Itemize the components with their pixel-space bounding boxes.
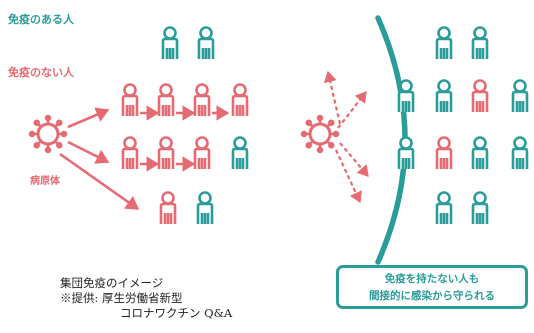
person-icon-immune [511,136,529,171]
right-scene [300,15,529,265]
person-icon-nonimmune [121,136,139,171]
caption-line-1: 集団免疫のイメージ [60,276,164,290]
person-icon-nonimmune [157,136,175,171]
person-icon-immune [161,26,179,61]
person-icon-nonimmune [435,136,453,171]
virus-icon [300,114,340,154]
person-icon-immune [435,79,453,114]
person-icon-immune [471,191,489,226]
person-icon-nonimmune [193,136,211,171]
dashed-arrow-icon [339,142,369,177]
callout-line-1: 免疫を持たない人も [384,273,480,285]
person-icon-immune [231,136,249,171]
caption-line-2: ※提供: 厚生労働省新型 [60,291,183,305]
person-icon-nonimmune [231,83,249,118]
person-icon-nonimmune [471,79,489,114]
arrow-icon [67,107,110,129]
person-icon-nonimmune [121,83,139,118]
arrow-icon [59,152,140,211]
person-icon-nonimmune [157,83,175,118]
person-icon-immune [397,136,415,171]
caption: 集団免疫のイメージ ※提供: 厚生労働省新型 コロナワクチン Q&A [60,276,232,321]
legend-nonimmune-label: 免疫のない人 [8,66,74,79]
dashed-arrow-icon [337,91,367,129]
person-icon-immune [511,79,529,114]
callout-line-2: 間接的に感染から守られる [369,290,495,302]
person-icon-immune [435,191,453,226]
virus-icon [28,114,68,154]
person-icon-immune [197,26,215,61]
left-scene [28,26,249,226]
person-icon-immune [471,26,489,61]
person-icon-nonimmune [159,191,177,226]
person-icon-immune [397,79,415,114]
dashed-arrow-icon [323,70,342,125]
callout-box: 免疫を持たない人も 間接的に感染から守られる [336,265,528,309]
pathogen-label: 病原体 [30,176,60,187]
dashed-arrow-icon [335,149,362,203]
arrow-icon [67,140,110,164]
person-icon-nonimmune [193,83,211,118]
person-icon-immune [435,26,453,61]
person-icon-immune [196,191,214,226]
legend-immune-label: 免疫のある人 [8,13,74,26]
person-icon-immune [471,136,489,171]
caption-line-3: コロナワクチン Q&A [120,306,233,320]
